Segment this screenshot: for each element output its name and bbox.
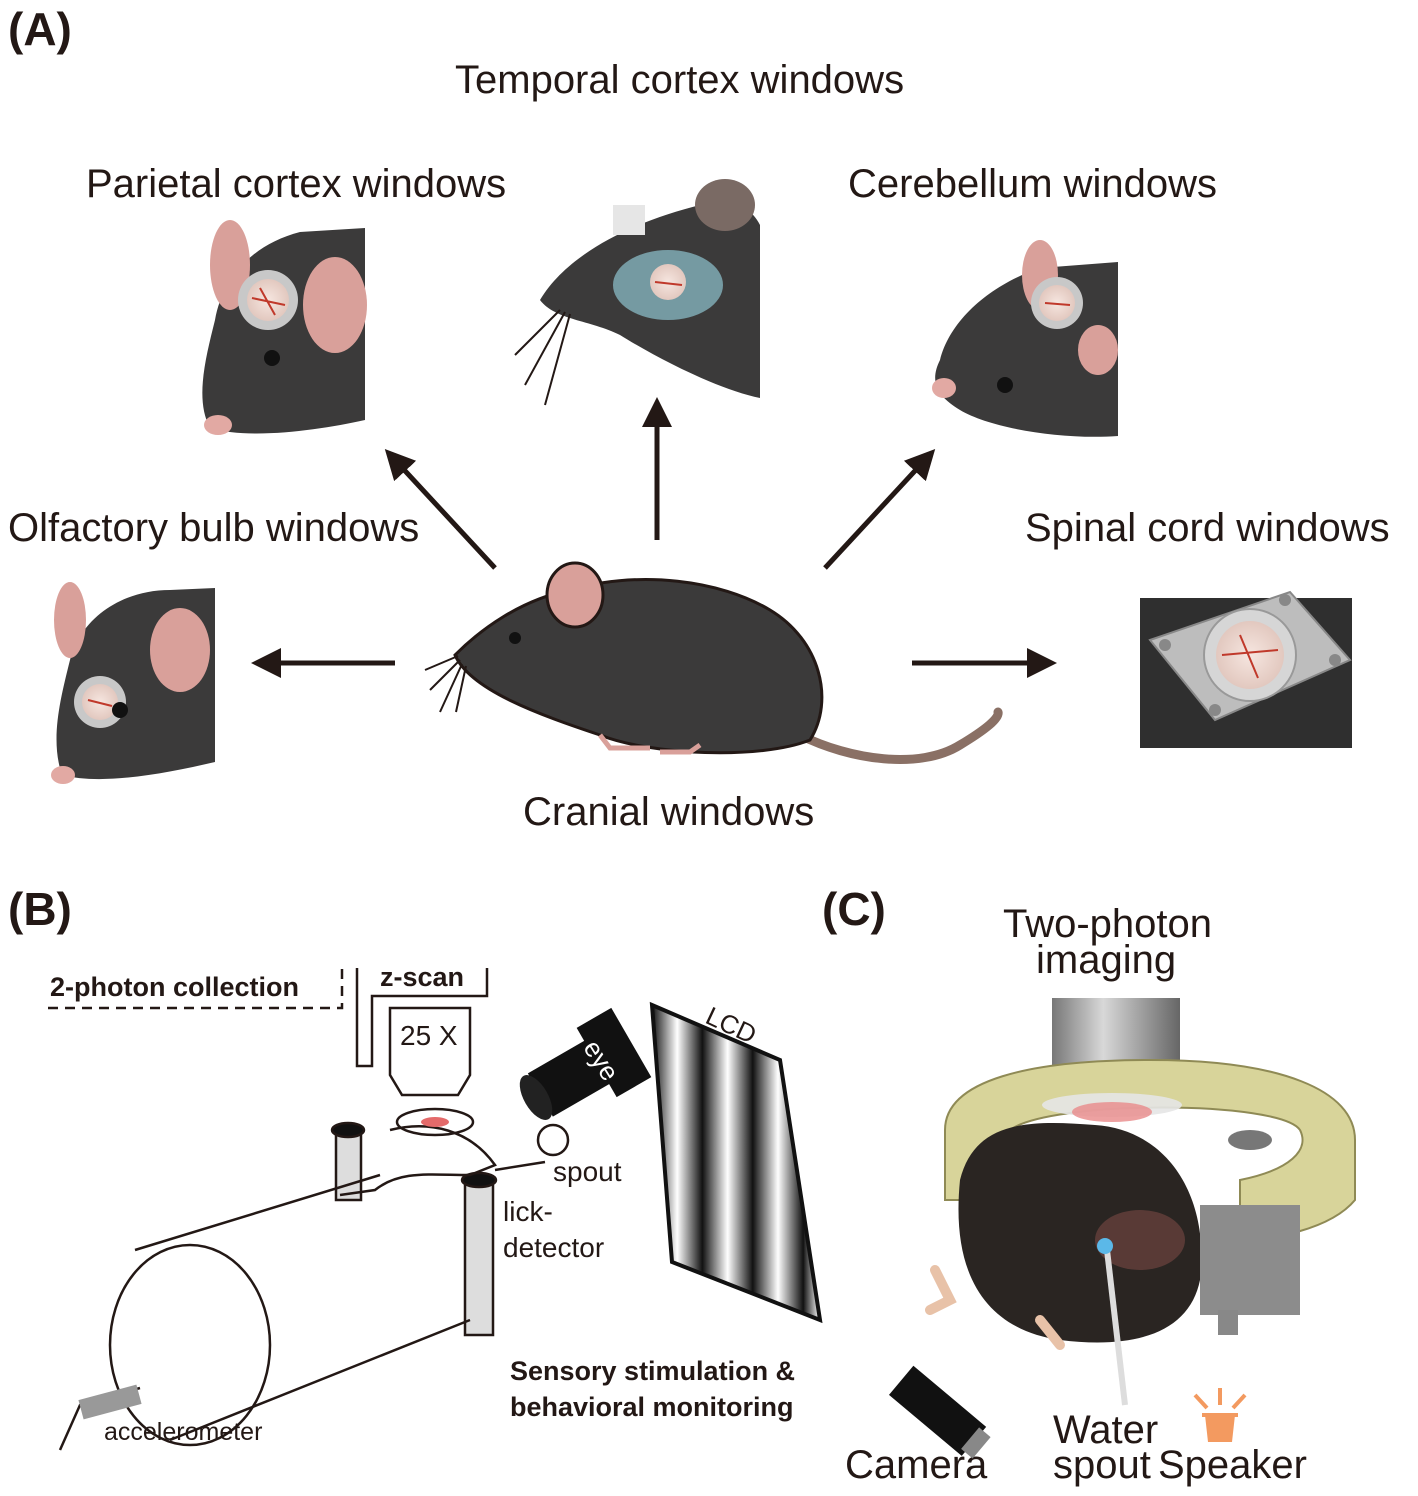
parietal-cortex-label: Parietal cortex windows xyxy=(86,162,507,206)
cerebellum-mouse-illustration xyxy=(932,240,1118,437)
eye-label: eye xyxy=(577,1034,626,1086)
two-photon-imaging-label-1: Two-photon xyxy=(1003,902,1213,946)
speaker-label: Speaker xyxy=(1158,1443,1307,1487)
parietal-mouse-illustration xyxy=(202,220,367,435)
accelerometer-block xyxy=(78,1384,142,1420)
camera-label: Camera xyxy=(845,1443,988,1487)
olfactory-bulb-label: Olfactory bulb windows xyxy=(8,506,420,550)
eye-camera-icon xyxy=(519,1007,652,1120)
cranial-windows-label: Cranial windows xyxy=(523,790,815,834)
two-photon-objective xyxy=(1052,998,1180,1070)
panel-b-label: (B) xyxy=(8,883,72,935)
two-photon-imaging-label-2: imaging xyxy=(1036,938,1177,982)
olfactory-mouse-illustration xyxy=(51,582,215,784)
mouse-outline-b xyxy=(339,1125,497,1197)
spinal-cord-window-illustration xyxy=(1140,590,1352,748)
lcd-label: LCD xyxy=(701,1000,762,1050)
spinal-cord-label: Spinal cord windows xyxy=(1025,506,1390,550)
arrow-parietal xyxy=(384,448,497,570)
objective-25x-label: 25 X xyxy=(400,1020,458,1051)
cerebellum-label: Cerebellum windows xyxy=(848,162,1218,206)
two-photon-collection-label: 2-photon collection xyxy=(50,972,299,1002)
detector-label: detector xyxy=(503,1232,605,1263)
accelerometer-label: accelerometer xyxy=(104,1418,263,1446)
speaker-icon xyxy=(1193,1388,1247,1442)
left-post xyxy=(334,1128,363,1202)
spout-c-label: spout xyxy=(1053,1443,1151,1487)
central-mouse-illustration xyxy=(424,561,1003,764)
imaging-window xyxy=(395,1107,475,1137)
temporal-mouse-illustration xyxy=(514,179,760,406)
behavioral-monitoring-label: behavioral monitoring xyxy=(510,1392,794,1422)
spout-line xyxy=(494,1160,546,1172)
water-label: Water xyxy=(1053,1408,1159,1452)
water-spout-tube xyxy=(1104,1249,1128,1406)
lcd-screen xyxy=(649,1001,823,1324)
panel-a-drawing xyxy=(51,179,1352,784)
holder-block xyxy=(1200,1205,1300,1315)
head-plate-ring xyxy=(944,1058,1356,1242)
spout-label: spout xyxy=(553,1156,622,1187)
treadmill xyxy=(134,1173,471,1442)
panel-a-label: (A) xyxy=(8,3,72,55)
panel-c-label: (C) xyxy=(822,883,886,935)
right-post xyxy=(463,1178,495,1337)
treadmill-end xyxy=(108,1243,272,1447)
arrows xyxy=(251,397,1057,678)
sensory-stimulation-label: Sensory stimulation & xyxy=(510,1356,796,1386)
arrow-cerebellum xyxy=(823,448,936,570)
z-scan-label: z-scan xyxy=(380,962,465,992)
temporal-cortex-label: Temporal cortex windows xyxy=(455,58,905,102)
lick-label: lick- xyxy=(503,1196,553,1227)
furry-mouse xyxy=(958,1123,1202,1343)
